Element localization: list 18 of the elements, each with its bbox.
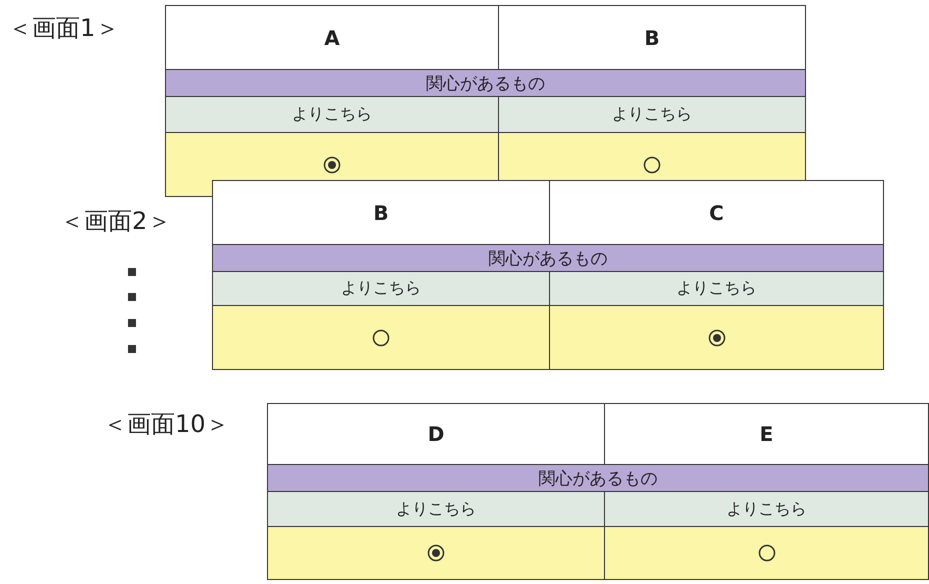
column-header: A bbox=[165, 5, 499, 70]
screen-label: ＜画面2＞ bbox=[60, 206, 172, 237]
option-label: よりこちら bbox=[165, 96, 499, 133]
option-label: よりこちら bbox=[498, 96, 806, 133]
section-header: 関心があるもの bbox=[212, 244, 884, 272]
screen-label: ＜画面10＞ bbox=[103, 409, 230, 440]
screen-label: ＜画面1＞ bbox=[8, 13, 120, 44]
section-header: 関心があるもの bbox=[267, 464, 929, 492]
column-header: D bbox=[267, 403, 605, 465]
option-label: よりこちら bbox=[549, 271, 884, 306]
column-header: B bbox=[498, 5, 806, 70]
column-header: C bbox=[549, 180, 884, 245]
column-header: B bbox=[212, 180, 550, 245]
option-label: よりこちら bbox=[212, 271, 550, 306]
column-header: E bbox=[604, 403, 929, 465]
section-header: 関心があるもの bbox=[165, 69, 806, 97]
option-label: よりこちら bbox=[604, 491, 929, 527]
option-label: よりこちら bbox=[267, 491, 605, 527]
